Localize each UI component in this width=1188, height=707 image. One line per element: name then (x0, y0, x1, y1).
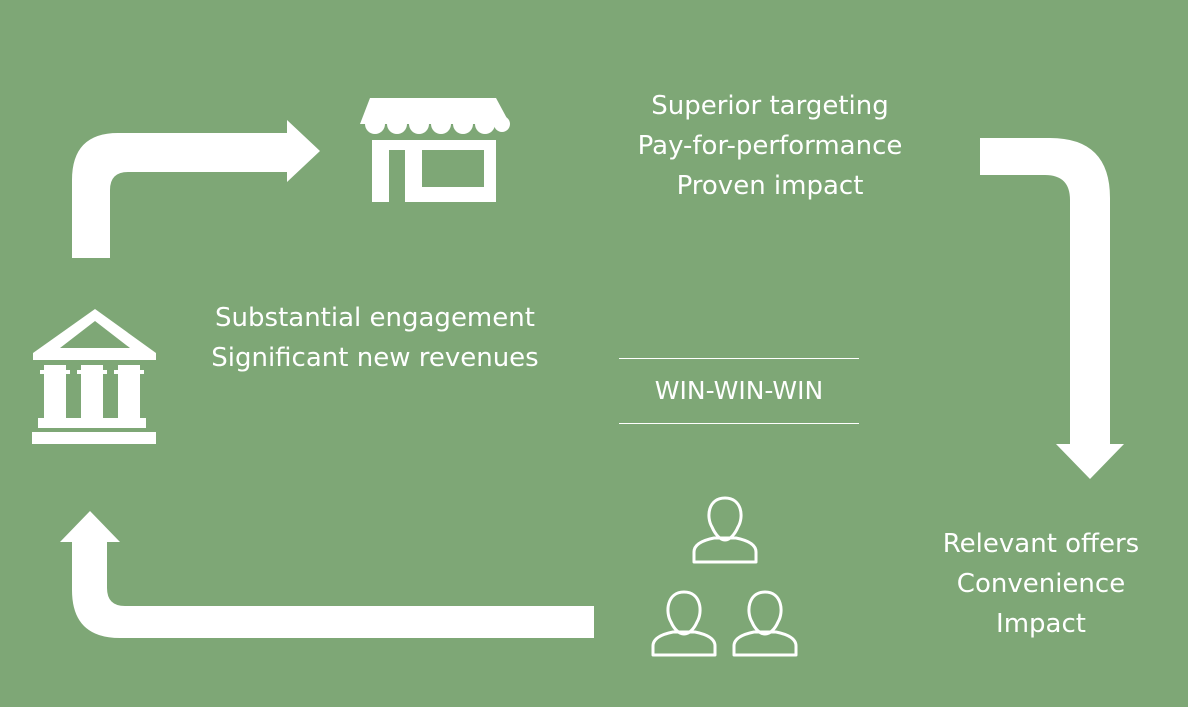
consumer-benefit-line: Relevant offers (942, 529, 1140, 559)
merchant-benefits: Superior targeting Pay-for-performance P… (600, 86, 940, 206)
storefront-icon (360, 98, 510, 202)
bank-benefit-line: Substantial engagement (215, 303, 535, 333)
bank-benefit-line: Significant new revenues (211, 343, 539, 373)
consumer-benefits: Relevant offers Convenience Impact (910, 524, 1172, 644)
person-left-icon (651, 590, 717, 657)
people-icon (651, 496, 798, 657)
arrow-merchant-to-consumers (980, 138, 1124, 479)
bank-icon (32, 309, 156, 444)
arrow-bank-to-merchant (72, 120, 320, 258)
consumer-benefit-line: Convenience (956, 569, 1126, 599)
bank-benefits: Substantial engagement Significant new r… (180, 298, 570, 378)
person-right-icon (732, 590, 798, 657)
merchant-benefit-line: Pay-for-performance (637, 131, 903, 161)
arrow-consumers-to-bank (60, 511, 594, 638)
merchant-benefit-line: Superior targeting (651, 91, 889, 121)
person-top-icon (692, 496, 758, 564)
win-win-win-label: WIN-WIN-WIN (619, 358, 859, 424)
consumer-benefit-line: Impact (996, 609, 1086, 639)
merchant-benefit-line: Proven impact (676, 171, 864, 201)
